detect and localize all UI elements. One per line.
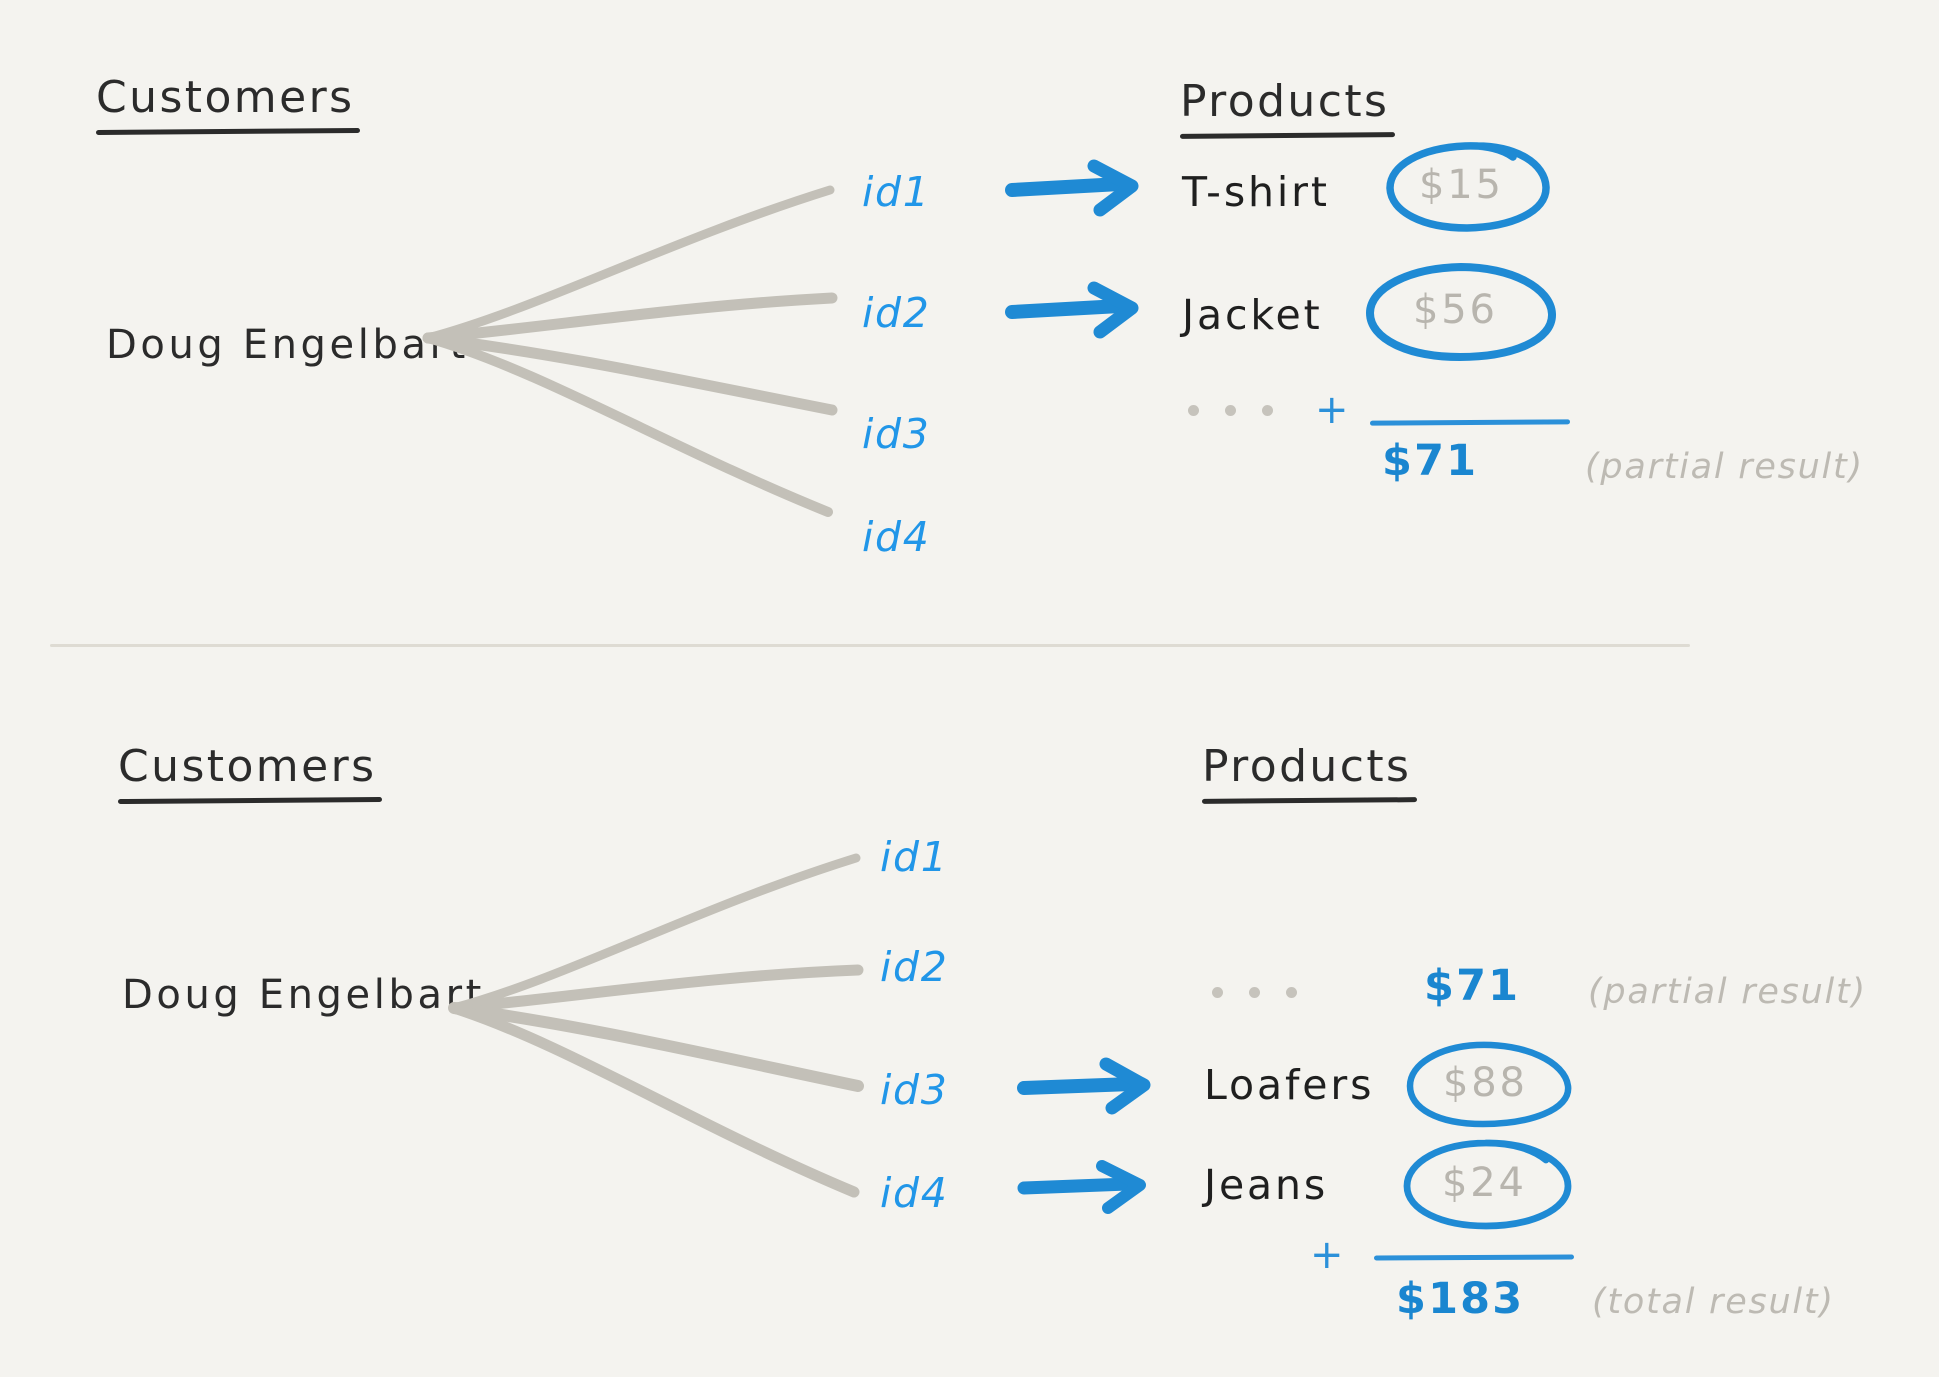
sum-line-bottom bbox=[1373, 1254, 1575, 1261]
top-panel: Customers Products Doug Engelbart id1 id… bbox=[0, 0, 1939, 648]
price-value-bottom-4: $24 bbox=[1442, 1160, 1527, 1206]
price-value-bottom-3: $88 bbox=[1443, 1060, 1528, 1106]
id-label-bottom-4: id4 bbox=[880, 1169, 949, 1217]
circle-annotation-icon bbox=[1406, 1041, 1572, 1128]
panel-divider bbox=[50, 644, 1690, 647]
ellipsis-top bbox=[1188, 405, 1273, 416]
sum-note-bottom: (total result) bbox=[1592, 1282, 1835, 1322]
price-value-top-1: $15 bbox=[1419, 162, 1504, 208]
ellipsis-bottom bbox=[1212, 987, 1297, 998]
plus-sign-top: + bbox=[1315, 387, 1351, 433]
id-label-top-1: id1 bbox=[862, 168, 931, 216]
carried-value-bottom: $71 bbox=[1424, 961, 1521, 1011]
arrow-icon-bottom-4 bbox=[1017, 1160, 1146, 1214]
fanout-curves-bottom bbox=[448, 853, 864, 1198]
id-label-top-4: id4 bbox=[862, 513, 931, 561]
plus-sign-bottom: + bbox=[1310, 1232, 1346, 1278]
heading-underline bbox=[95, 127, 361, 136]
sum-note-top: (partial result) bbox=[1585, 447, 1864, 487]
arrow-icon-bottom-3 bbox=[1017, 1057, 1151, 1115]
circle-annotation-icon bbox=[1365, 262, 1557, 362]
circle-annotation-icon bbox=[1403, 1139, 1572, 1230]
customer-name-bottom: Doug Engelbart bbox=[122, 972, 485, 1018]
carried-note-bottom: (partial result) bbox=[1588, 972, 1867, 1012]
product-name-bottom-3: Loafers bbox=[1204, 1061, 1375, 1109]
sum-line-top bbox=[1369, 419, 1571, 426]
sum-value-bottom: $183 bbox=[1396, 1274, 1525, 1324]
id-label-bottom-3: id3 bbox=[880, 1066, 949, 1114]
products-heading-top: Products bbox=[1179, 80, 1396, 139]
circle-annotation-icon bbox=[1386, 142, 1550, 232]
customer-name-top: Doug Engelbart bbox=[106, 322, 469, 368]
id-label-top-2: id2 bbox=[862, 289, 931, 337]
arrow-icon-top-1 bbox=[1005, 159, 1139, 217]
product-name-top-1: T-shirt bbox=[1182, 168, 1330, 216]
bottom-panel: Customers Products Doug Engelbart id1 id… bbox=[0, 650, 1939, 1377]
product-name-top-2: Jacket bbox=[1182, 291, 1323, 339]
heading-underline bbox=[1201, 797, 1418, 804]
fanout-curves-top bbox=[422, 185, 838, 517]
sum-value-top: $71 bbox=[1382, 436, 1479, 486]
customers-heading-bottom: Customers bbox=[117, 745, 383, 805]
arrow-icon-top-2 bbox=[1005, 281, 1139, 339]
products-heading-label: Products bbox=[1202, 741, 1412, 792]
price-value-top-2: $56 bbox=[1413, 287, 1498, 333]
heading-underline bbox=[1179, 132, 1396, 139]
customers-heading-top: Customers bbox=[95, 76, 361, 136]
product-name-bottom-4: Jeans bbox=[1204, 1161, 1329, 1209]
id-label-top-3: id3 bbox=[862, 410, 931, 458]
products-heading-bottom: Products bbox=[1201, 745, 1418, 804]
products-heading-label: Products bbox=[1180, 76, 1390, 127]
heading-underline bbox=[117, 796, 383, 805]
customers-heading-label: Customers bbox=[96, 72, 355, 123]
customers-heading-label: Customers bbox=[118, 741, 377, 792]
id-label-bottom-2: id2 bbox=[880, 943, 949, 991]
id-label-bottom-1: id1 bbox=[880, 833, 949, 881]
